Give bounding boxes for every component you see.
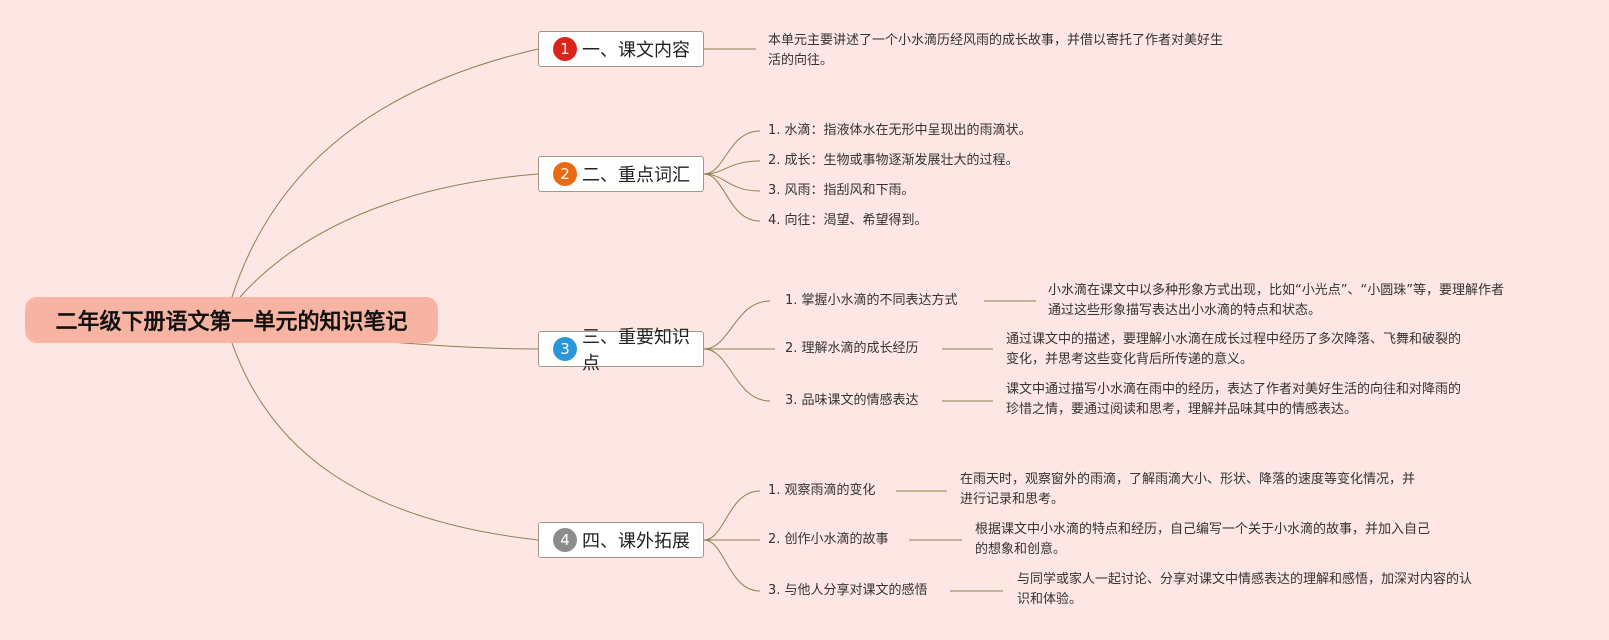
note-line: 进行记录和思考。 bbox=[960, 492, 1065, 507]
branch-label: 一、课文内容 bbox=[582, 40, 690, 61]
note-line: 在雨天时，观察窗外的雨滴，了解雨滴大小、形状、降落的速度等变化情况，并 bbox=[960, 472, 1416, 487]
number-badge: 1 bbox=[553, 37, 577, 61]
note-line: 课文中通过描写小水滴在雨中的经历，表达了作者对美好生活的向往和对降雨的 bbox=[1006, 382, 1462, 397]
connector-b2-item4 bbox=[703, 173, 761, 222]
root-topic[interactable]: 二年级下册语文第一单元的知识笔记 bbox=[25, 297, 438, 343]
connector-b2-item2 bbox=[703, 160, 761, 175]
key-point-item[interactable]: 2. 理解水滴的成长经历 bbox=[785, 341, 919, 356]
branch-key-vocabulary[interactable]: 2 二、重点词汇 bbox=[538, 156, 704, 192]
extension-note: 在雨天时，观察窗外的雨滴，了解雨滴大小、形状、降落的速度等变化情况，并 进行记录… bbox=[960, 470, 1480, 510]
connector-b4-item3 bbox=[703, 539, 761, 592]
note-line: 的想象和创意。 bbox=[975, 542, 1067, 557]
note-line: 变化，并思考这些变化背后所传递的意义。 bbox=[1006, 352, 1254, 367]
note-line: 与同学或家人一起讨论、分享对课文中情感表达的理解和感悟，加深对内容的认 bbox=[1017, 572, 1473, 587]
key-point-item[interactable]: 1. 掌握小水滴的不同表达方式 bbox=[785, 293, 958, 308]
vocab-item[interactable]: 1. 水滴：指液体水在无形中呈现出的雨滴状。 bbox=[768, 123, 1032, 138]
branch-label: 二、重点词汇 bbox=[582, 165, 690, 186]
connector-root-b1 bbox=[231, 48, 539, 298]
extension-note: 与同学或家人一起讨论、分享对课文中情感表达的理解和感悟，加深对内容的认 识和体验… bbox=[1017, 570, 1557, 610]
number-badge: 2 bbox=[553, 162, 577, 186]
connector-b2-item3 bbox=[703, 173, 761, 192]
branch-key-points[interactable]: 3 三、重要知识点 bbox=[538, 327, 704, 374]
connector-root-b2 bbox=[239, 173, 539, 298]
key-point-item[interactable]: 3. 品味课文的情感表达 bbox=[785, 393, 919, 408]
note-line: 通过这些形象描写表达出小水滴的特点和状态。 bbox=[1048, 303, 1322, 318]
vocab-item[interactable]: 3. 风雨：指刮风和下雨。 bbox=[768, 183, 915, 198]
note-line: 活的向往。 bbox=[768, 53, 834, 68]
note-line: 小水滴在课文中以多种形象方式出现，比如“小光点”、“小圆珠”等，要理解作者 bbox=[1048, 283, 1504, 298]
branch-label: 三、重要知识点 bbox=[582, 327, 690, 374]
number-badge: 4 bbox=[553, 528, 577, 552]
extension-item[interactable]: 3. 与他人分享对课文的感悟 bbox=[768, 583, 928, 598]
note-line: 本单元主要讲述了一个小水滴历经风雨的成长故事，并借以寄托了作者对美好生 bbox=[768, 33, 1224, 48]
connector-root-b4 bbox=[231, 342, 539, 541]
branch-label: 四、课外拓展 bbox=[582, 531, 690, 552]
connector-b4-item1 bbox=[703, 490, 761, 541]
branch-lesson-content[interactable]: 1 一、课文内容 bbox=[538, 31, 704, 67]
connector-b3-item1 bbox=[703, 300, 771, 350]
key-point-note: 小水滴在课文中以多种形象方式出现，比如“小光点”、“小圆珠”等，要理解作者 通过… bbox=[1048, 281, 1593, 321]
note-line: 根据课文中小水滴的特点和经历，自己编写一个关于小水滴的故事，并加入自己 bbox=[975, 522, 1431, 537]
connector-b3-item3 bbox=[703, 348, 771, 402]
vocab-item[interactable]: 4. 向往：渴望、希望得到。 bbox=[768, 213, 928, 228]
note-line: 通过课文中的描述，要理解小水滴在成长过程中经历了多次降落、飞舞和破裂的 bbox=[1006, 332, 1462, 347]
connector-b2-item1 bbox=[703, 130, 761, 175]
note-line: 识和体验。 bbox=[1017, 592, 1083, 607]
number-badge: 3 bbox=[553, 337, 577, 361]
branch-extension[interactable]: 4 四、课外拓展 bbox=[538, 522, 704, 558]
extension-note: 根据课文中小水滴的特点和经历，自己编写一个关于小水滴的故事，并加入自己 的想象和… bbox=[975, 520, 1495, 560]
extension-item[interactable]: 2. 创作小水滴的故事 bbox=[768, 532, 889, 547]
key-point-note: 课文中通过描写小水滴在雨中的经历，表达了作者对美好生活的向往和对降雨的 珍惜之情… bbox=[1006, 380, 1526, 420]
vocab-item[interactable]: 2. 成长：生物或事物逐渐发展壮大的过程。 bbox=[768, 153, 1019, 168]
branch-note: 本单元主要讲述了一个小水滴历经风雨的成长故事，并借以寄托了作者对美好生 活的向往… bbox=[768, 31, 1288, 71]
key-point-note: 通过课文中的描述，要理解小水滴在成长过程中经历了多次降落、飞舞和破裂的 变化，并… bbox=[1006, 330, 1526, 370]
extension-item[interactable]: 1. 观察雨滴的变化 bbox=[768, 483, 876, 498]
note-line: 珍惜之情，要通过阅读和思考，理解并品味其中的情感表达。 bbox=[1006, 402, 1358, 417]
